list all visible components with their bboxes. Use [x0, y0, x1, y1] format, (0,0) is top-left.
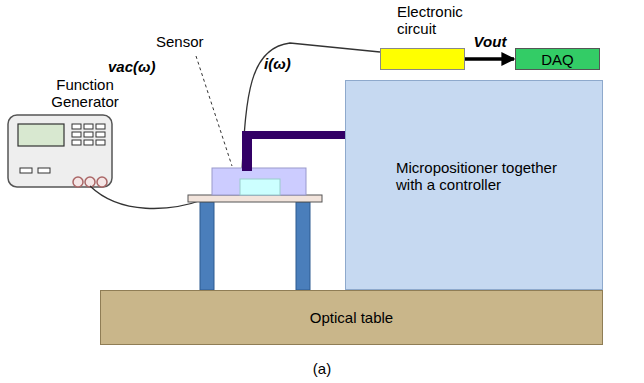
node-label: Electronic circuit [397, 3, 477, 37]
node-label: Optical table [310, 309, 393, 326]
sensor-label: Sensor [156, 33, 216, 50]
stage-leg [296, 202, 310, 290]
stage-leg [200, 202, 214, 290]
optical-table: Optical table [100, 290, 603, 345]
positioner-arm [242, 131, 252, 171]
stage-plate [188, 195, 322, 202]
node-label: DAQ [541, 51, 574, 68]
sensor-body [212, 168, 306, 195]
positioner-box: Micropositioner together with a controll… [345, 80, 603, 290]
node-label: Micropositioner together with a controll… [396, 159, 566, 193]
daq-box: DAQ [515, 48, 600, 70]
circuit-box: Electronic circuit [380, 48, 465, 70]
signal-name: vac(ω) [108, 58, 178, 75]
function-generator [8, 115, 112, 187]
sensor-element [240, 179, 280, 195]
signal-name: Vout [468, 33, 512, 50]
leader-line [196, 56, 232, 166]
figure-caption: (a) [300, 360, 344, 377]
signal-name: i(ω) [264, 55, 314, 72]
instrument-label: Function Generator [46, 76, 124, 110]
signal-arrow [465, 57, 514, 61]
